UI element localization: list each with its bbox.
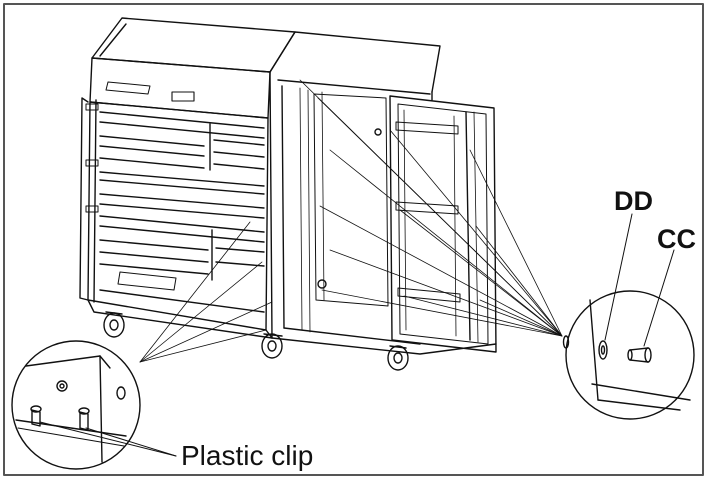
diagram-frame bbox=[3, 3, 704, 476]
brand-logo bbox=[105, 81, 151, 95]
tool-chest bbox=[79, 17, 296, 359]
detail-circle-plastic-clip bbox=[11, 340, 141, 470]
plastic-clip-leader bbox=[39, 421, 177, 457]
side-locker bbox=[269, 31, 497, 371]
dd-part bbox=[598, 340, 608, 360]
caster-wheel-left bbox=[103, 311, 125, 338]
detail-circle-dd-cc bbox=[562, 290, 695, 420]
cc-part bbox=[627, 347, 652, 363]
open-door bbox=[389, 95, 497, 353]
caster-wheel-right bbox=[387, 345, 409, 371]
callout-lines-left bbox=[139, 221, 273, 363]
label-plastic-clip: Plastic clip bbox=[181, 440, 314, 471]
label-dd: DD bbox=[614, 186, 653, 216]
label-cc: CC bbox=[657, 224, 696, 254]
callout-lines-right bbox=[299, 79, 563, 337]
